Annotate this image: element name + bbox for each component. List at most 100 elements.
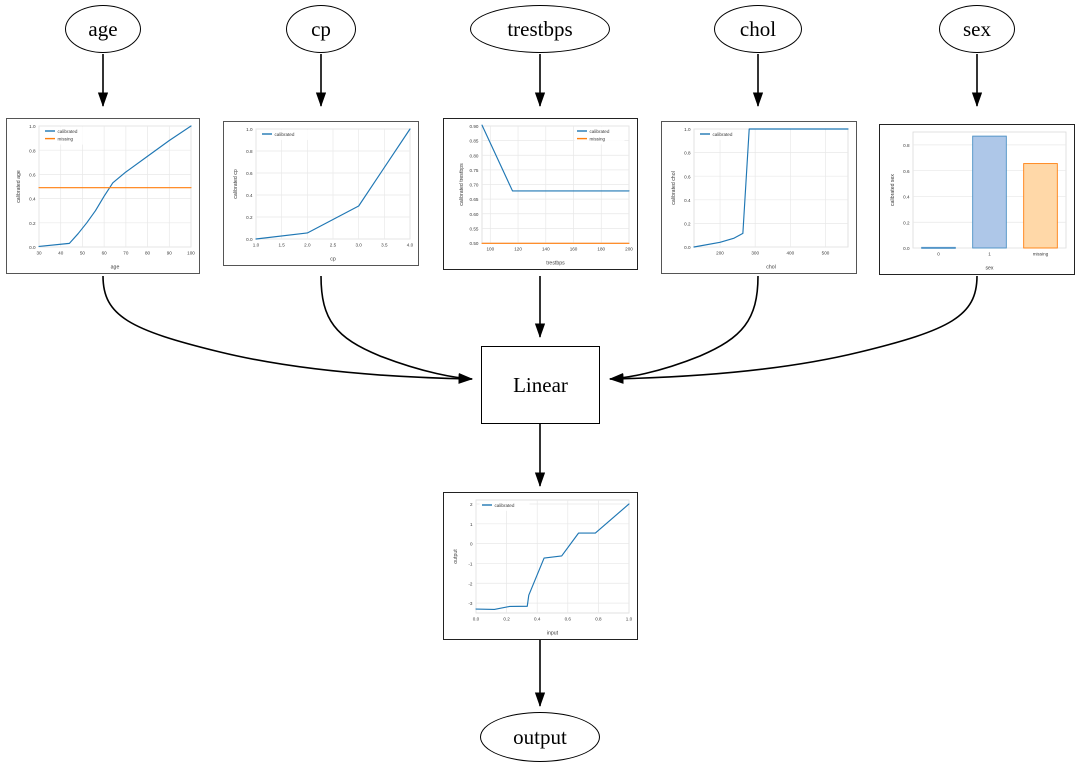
svg-text:0.0: 0.0 <box>473 617 480 622</box>
svg-text:input: input <box>547 631 559 637</box>
svg-text:0: 0 <box>470 542 473 547</box>
node-linear[interactable]: Linear <box>481 346 600 424</box>
svg-text:2: 2 <box>470 502 473 507</box>
svg-text:180: 180 <box>597 247 605 252</box>
node-output-label: output <box>513 724 567 749</box>
svg-text:60: 60 <box>102 251 108 256</box>
svg-text:120: 120 <box>514 247 522 252</box>
svg-text:0.50: 0.50 <box>470 241 479 246</box>
svg-text:0.2: 0.2 <box>29 221 36 226</box>
svg-text:0.0: 0.0 <box>29 245 36 250</box>
svg-text:200: 200 <box>716 251 724 256</box>
svg-text:calibrated: calibrated <box>495 503 515 508</box>
node-age[interactable]: age <box>65 5 141 53</box>
svg-text:0: 0 <box>937 252 940 257</box>
svg-text:400: 400 <box>787 251 795 256</box>
svg-text:1.0: 1.0 <box>684 127 691 132</box>
svg-text:0.2: 0.2 <box>246 215 253 220</box>
node-age-label: age <box>88 16 118 41</box>
svg-text:0.4: 0.4 <box>903 195 910 200</box>
svg-text:0.8: 0.8 <box>246 149 253 154</box>
svg-text:0.8: 0.8 <box>29 148 36 153</box>
svg-text:1.0: 1.0 <box>626 617 633 622</box>
svg-text:calibrated sex: calibrated sex <box>890 174 896 206</box>
svg-text:calibrated age: calibrated age <box>16 170 22 203</box>
svg-text:80: 80 <box>145 251 151 256</box>
svg-text:500: 500 <box>822 251 830 256</box>
svg-text:160: 160 <box>570 247 578 252</box>
node-sex-label: sex <box>963 16 991 41</box>
svg-text:0.2: 0.2 <box>503 617 510 622</box>
svg-text:100: 100 <box>187 251 195 256</box>
svg-text:1.0: 1.0 <box>246 127 253 132</box>
svg-text:0.4: 0.4 <box>29 197 36 202</box>
svg-text:output: output <box>453 549 459 564</box>
svg-text:0.70: 0.70 <box>470 183 479 188</box>
svg-text:0.8: 0.8 <box>595 617 602 622</box>
svg-text:calibrated: calibrated <box>58 129 78 134</box>
svg-text:0.2: 0.2 <box>684 222 691 227</box>
svg-text:-2: -2 <box>468 581 473 586</box>
svg-text:0.6: 0.6 <box>903 169 910 174</box>
svg-text:0.6: 0.6 <box>565 617 572 622</box>
svg-text:0.65: 0.65 <box>470 197 479 202</box>
svg-text:0.8: 0.8 <box>903 143 910 148</box>
svg-text:0.90: 0.90 <box>470 124 479 129</box>
svg-text:calibrated cp: calibrated cp <box>233 169 239 199</box>
svg-text:90: 90 <box>167 251 173 256</box>
edge-sex-chart-to-linear <box>609 275 978 384</box>
svg-text:0.0: 0.0 <box>684 245 691 250</box>
node-sex[interactable]: sex <box>939 5 1015 53</box>
svg-text:-1: -1 <box>468 562 473 567</box>
node-trestbps-label: trestbps <box>507 16 573 41</box>
node-cp[interactable]: cp <box>286 5 356 53</box>
svg-text:30: 30 <box>36 251 42 256</box>
svg-text:0.85: 0.85 <box>470 139 479 144</box>
svg-text:3.0: 3.0 <box>355 243 362 248</box>
svg-text:2.0: 2.0 <box>304 243 311 248</box>
svg-text:calibrated chol: calibrated chol <box>671 171 677 204</box>
svg-text:calibrated trestbps: calibrated trestbps <box>459 163 465 206</box>
svg-text:300: 300 <box>751 251 759 256</box>
svg-text:1.0: 1.0 <box>253 243 260 248</box>
svg-text:calibrated: calibrated <box>713 132 733 137</box>
svg-text:missing: missing <box>590 137 606 142</box>
svg-text:1: 1 <box>988 252 991 257</box>
svg-text:3.5: 3.5 <box>381 243 388 248</box>
svg-text:4.0: 4.0 <box>407 243 414 248</box>
node-trestbps[interactable]: trestbps <box>470 5 610 53</box>
svg-text:missing: missing <box>58 137 74 142</box>
svg-text:trestbps: trestbps <box>546 261 565 267</box>
svg-text:calibrated: calibrated <box>590 129 610 134</box>
svg-text:1.5: 1.5 <box>278 243 285 248</box>
node-chol[interactable]: chol <box>714 5 802 53</box>
svg-text:0.6: 0.6 <box>684 174 691 179</box>
svg-text:100: 100 <box>486 247 494 252</box>
svg-text:-3: -3 <box>468 601 473 606</box>
svg-text:age: age <box>111 265 120 271</box>
svg-text:0.75: 0.75 <box>470 168 479 173</box>
svg-text:0.55: 0.55 <box>470 226 479 231</box>
svg-text:missing: missing <box>1033 252 1049 257</box>
svg-text:sex: sex <box>985 266 993 272</box>
node-output[interactable]: output <box>480 712 600 762</box>
svg-text:0.4: 0.4 <box>684 198 691 203</box>
svg-text:0.6: 0.6 <box>29 173 36 178</box>
svg-text:0.4: 0.4 <box>246 193 253 198</box>
svg-text:0.0: 0.0 <box>903 246 910 251</box>
svg-text:0.6: 0.6 <box>246 171 253 176</box>
svg-text:cp: cp <box>330 257 336 263</box>
svg-text:chol: chol <box>766 265 776 271</box>
